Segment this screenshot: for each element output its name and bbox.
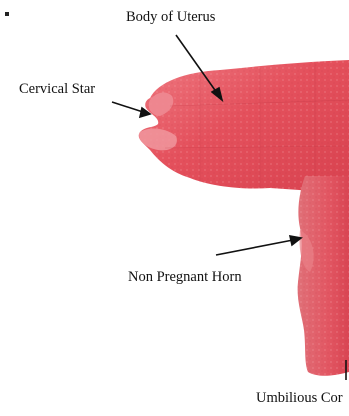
- arrow-cervical: [112, 102, 143, 112]
- label-non-pregnant-horn: Non Pregnant Horn: [128, 270, 242, 285]
- label-cervical: Cervical Star: [19, 82, 95, 97]
- label-umbilical-cord: Umbilious Cor: [256, 391, 343, 406]
- arrow-non-pregnant-horn: [216, 240, 293, 255]
- label-body-of-uterus: Body of Uterus: [126, 10, 215, 25]
